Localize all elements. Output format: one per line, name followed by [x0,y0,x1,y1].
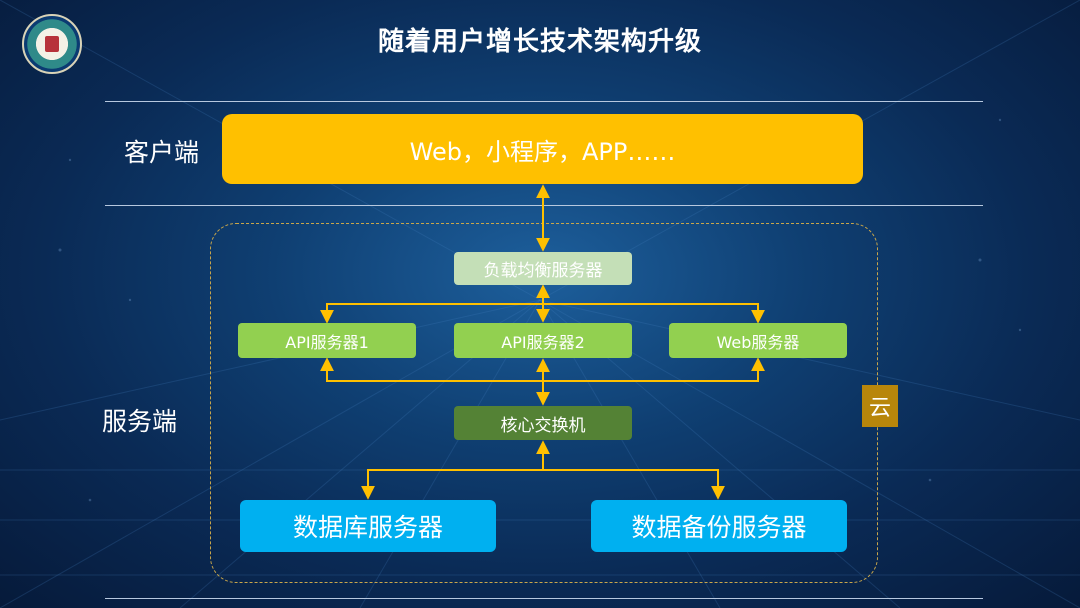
client-side-label: 客户端 [124,138,200,167]
cloud-tag: 云 [862,385,898,427]
api-server-2-node: API服务器2 [454,323,632,358]
storage-branch-connector [367,469,719,497]
client-platforms-label: Web，小程序，APP…… [409,137,676,166]
divider-top [105,101,983,102]
core-switch-node: 核心交换机 [454,406,632,440]
load-balancer-node: 负载均衡服务器 [454,252,632,285]
backup-server-node: 数据备份服务器 [591,500,847,552]
client-platforms-box: Web，小程序，APP…… [222,114,863,184]
web-server-node: Web服务器 [669,323,847,358]
divider-bottom [105,598,983,599]
api-server-1-node: API服务器1 [238,323,416,358]
page-title: 随着用户增长技术架构升级 [377,27,702,57]
server-side-label: 服务端 [102,407,178,436]
school-logo [22,14,82,74]
database-server-node: 数据库服务器 [240,500,496,552]
